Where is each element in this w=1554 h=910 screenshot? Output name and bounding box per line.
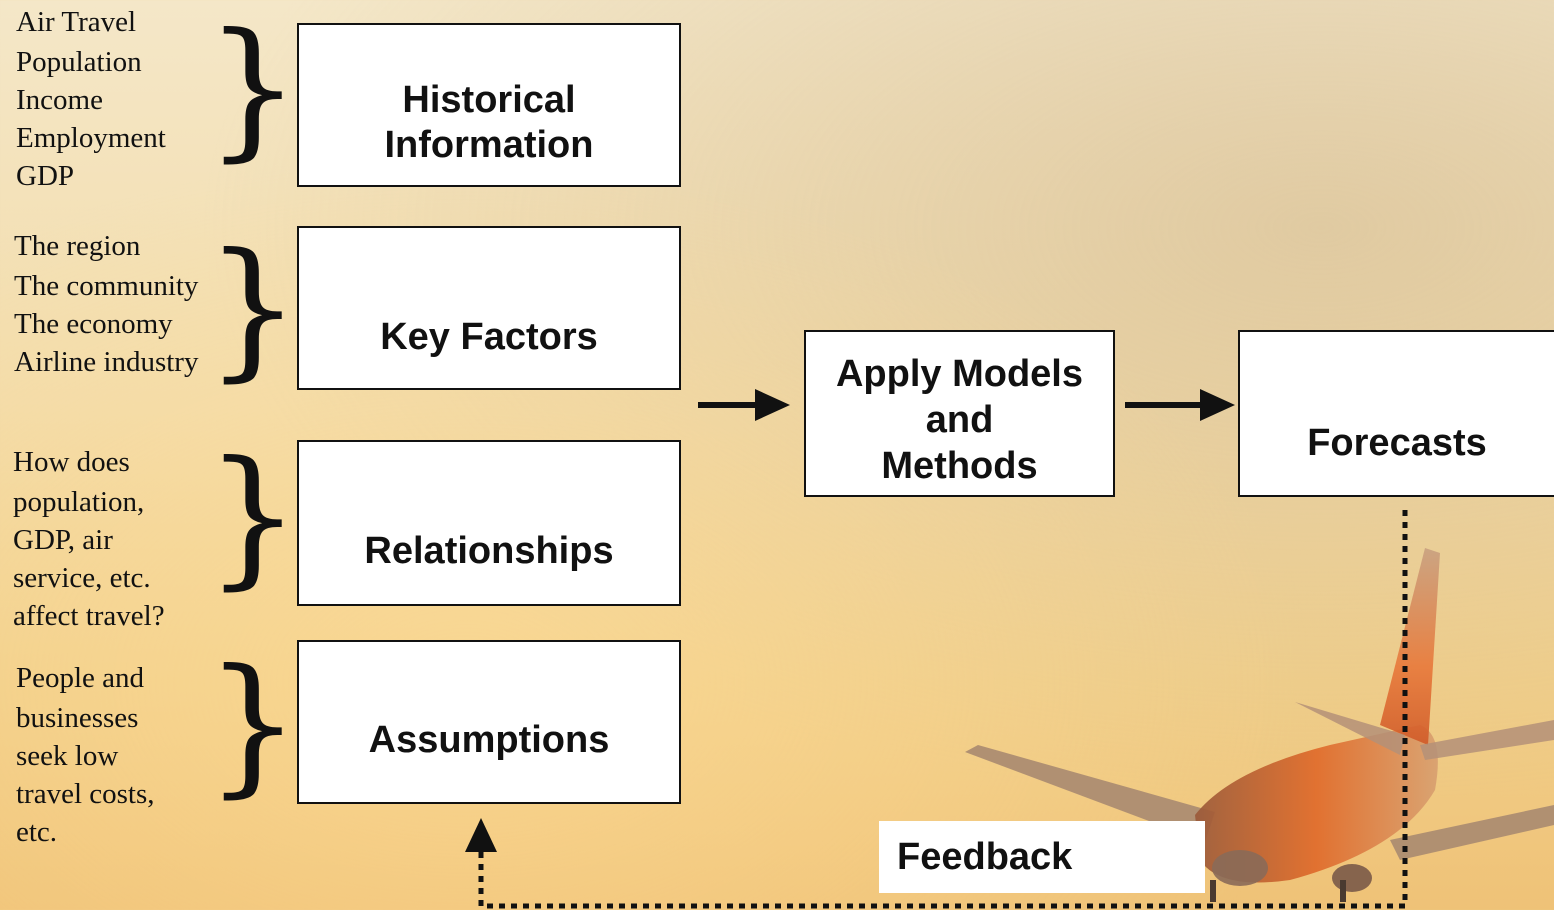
list-item: People and xyxy=(16,662,145,694)
curly-brace-icon: } xyxy=(205,430,301,604)
key-factors-box: Key Factors xyxy=(297,226,681,390)
box-label: Apply Models xyxy=(835,352,1084,395)
box-label: Relationships xyxy=(364,530,614,572)
assumptions-list: People and businesses seek low travel co… xyxy=(16,659,155,851)
historical-data-list: Air Travel Population Income Employment … xyxy=(16,3,166,195)
curly-brace-icon: } xyxy=(205,638,301,812)
key-factors-list: The region The community The economy Air… xyxy=(14,227,198,381)
box-label: Forecasts xyxy=(1307,422,1487,464)
box-label: Assumptions xyxy=(368,718,610,761)
list-item: seek low xyxy=(16,740,119,772)
list-item: etc. xyxy=(16,816,58,848)
list-item: population, xyxy=(13,486,145,518)
list-item: The community xyxy=(14,270,199,302)
box-label: Key Factors xyxy=(380,315,598,358)
list-item: Air Travel xyxy=(16,6,137,38)
box-label: Information xyxy=(384,124,594,166)
historical-information-box: Historical Information xyxy=(297,23,681,187)
list-item: businesses xyxy=(16,702,139,734)
forecasts-box: Forecasts xyxy=(1238,330,1554,497)
feedback-label: Feedback xyxy=(879,821,1205,893)
assumptions-box: Assumptions xyxy=(297,640,681,804)
list-item: Airline industry xyxy=(14,346,199,378)
apply-models-box: Apply Models and Methods xyxy=(804,330,1115,497)
relationships-list: How does population, GDP, air service, e… xyxy=(13,443,165,635)
box-label: Methods xyxy=(881,444,1038,487)
list-item: Income xyxy=(16,84,103,116)
list-item: The economy xyxy=(14,308,173,340)
list-item: affect travel? xyxy=(13,600,165,632)
list-item: GDP, air xyxy=(13,524,113,556)
list-item: Population xyxy=(16,46,142,78)
relationships-box: Relationships xyxy=(297,440,681,606)
list-item: The region xyxy=(14,230,141,262)
list-item: Employment xyxy=(16,122,166,154)
list-item: travel costs, xyxy=(16,778,155,810)
list-item: How does xyxy=(13,446,130,478)
box-label: and xyxy=(925,398,994,441)
curly-brace-icon: } xyxy=(205,222,301,396)
curly-brace-icon: } xyxy=(205,2,301,176)
list-item: GDP xyxy=(16,160,75,192)
list-item: service, etc. xyxy=(13,562,151,594)
box-label: Historical xyxy=(402,79,576,121)
